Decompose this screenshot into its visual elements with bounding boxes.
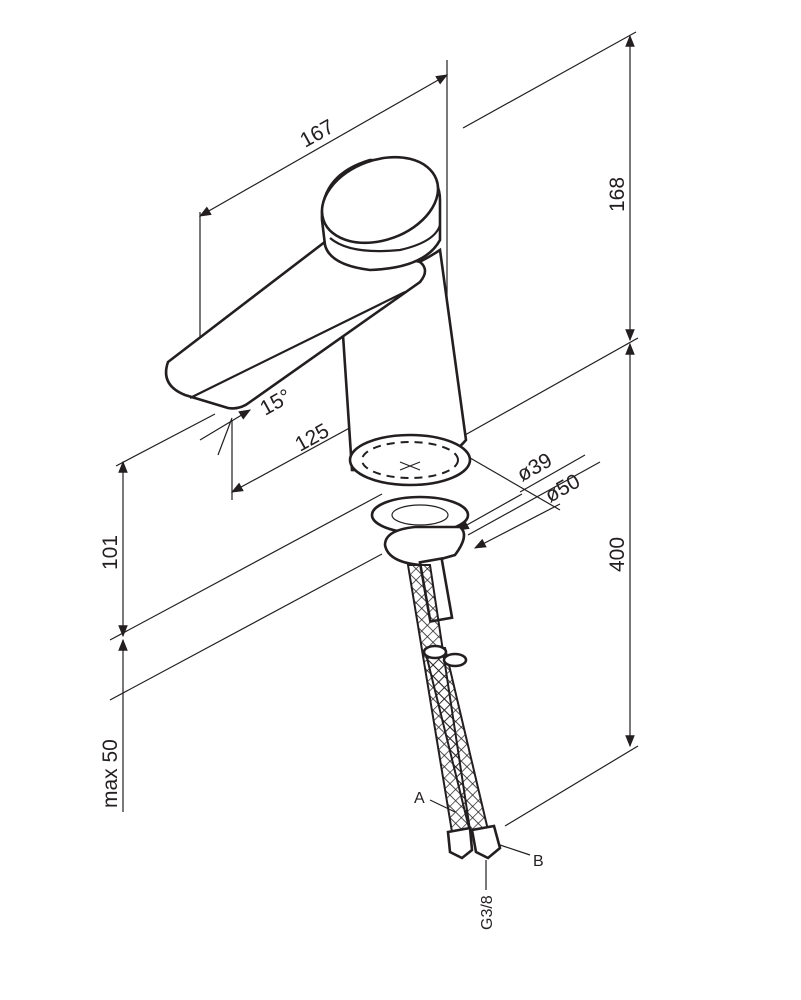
thread-g38-label: G3/8 bbox=[479, 895, 496, 930]
dim-125-label: 125 bbox=[291, 419, 333, 456]
connection-a-label: A bbox=[414, 790, 425, 807]
dimension-lines bbox=[118, 34, 635, 812]
faucet-body bbox=[164, 155, 472, 487]
dim-167-label: 167 bbox=[296, 115, 338, 152]
dim-39-label: ø39 bbox=[513, 449, 556, 487]
dim-101-label: 101 bbox=[99, 535, 122, 570]
mounting-hardware bbox=[370, 495, 470, 623]
connection-b-label: B bbox=[533, 853, 544, 870]
dim-168-label: 168 bbox=[606, 177, 629, 212]
dim-50-label: ø50 bbox=[541, 470, 584, 508]
dim-max50-label: max 50 bbox=[99, 739, 122, 808]
hoses bbox=[406, 564, 531, 890]
dim-400-label: 400 bbox=[606, 537, 629, 572]
